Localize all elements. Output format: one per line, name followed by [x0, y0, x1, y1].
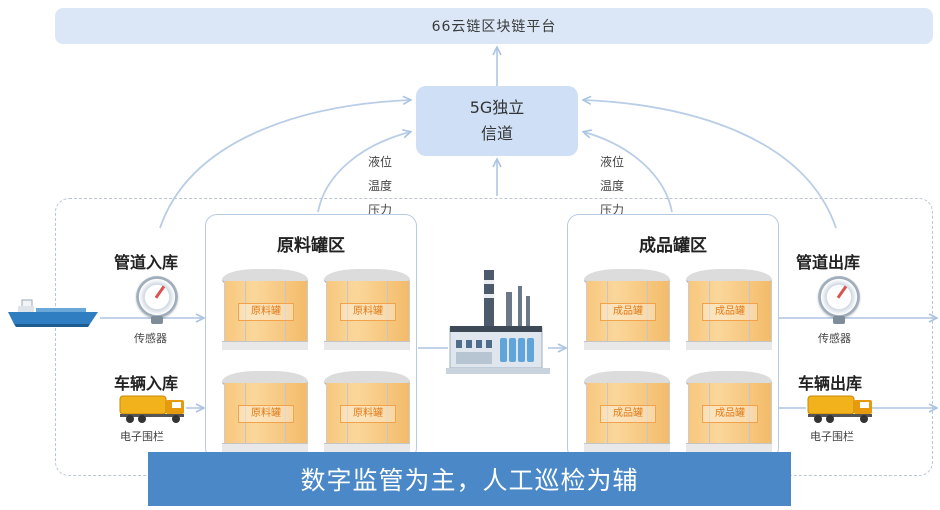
storage-tank-icon: 原料罐 — [324, 371, 410, 452]
pressure-gauge-icon — [818, 276, 860, 324]
vehicle-out-label: 车辆出库 — [798, 374, 863, 393]
storage-tank-icon: 成品罐 — [686, 269, 772, 350]
sensor-note-left: 液位 温度 压力 — [360, 150, 400, 222]
5g-channel-box: 5G独立 信道 — [416, 86, 578, 156]
blockchain-platform-bar: 66云链区块链平台 — [55, 8, 933, 44]
ship-icon — [8, 299, 98, 327]
channel-line-1: 5G独立 — [469, 98, 525, 117]
refinery-factory-icon — [446, 270, 550, 374]
tanker-truck-icon — [119, 395, 184, 423]
left-outer-curve — [159, 100, 410, 229]
raw-tank-area: 原料罐区 原料罐 原料罐 原料罐 原料罐 — [205, 214, 417, 460]
storage-tank-icon: 成品罐 — [584, 269, 670, 350]
caption-banner: 数字监管为主，人工巡检为辅 — [148, 452, 791, 506]
pressure-gauge-icon — [136, 276, 178, 324]
platform-title: 66云链区块链平台 — [431, 19, 557, 35]
storage-tank-icon: 原料罐 — [324, 269, 410, 350]
tank-label: 成品罐 — [600, 405, 656, 423]
raw-area-title: 原料罐区 — [277, 236, 345, 256]
tank-label: 原料罐 — [340, 303, 396, 321]
note-level: 液位 — [599, 155, 624, 169]
sensor-caption-right: 传感器 — [818, 332, 851, 345]
tank-label: 成品罐 — [702, 405, 758, 423]
vehicle-in-label: 车辆入库 — [114, 374, 179, 393]
note-pressure: 压力 — [599, 203, 624, 217]
right-inner-curve — [584, 132, 673, 213]
fence-caption-left: 电子围栏 — [120, 430, 164, 443]
tank-label: 成品罐 — [702, 303, 758, 321]
left-inner-curve — [317, 132, 410, 213]
right-outer-curve — [584, 100, 837, 229]
product-area-title: 成品罐区 — [639, 236, 707, 256]
note-temperature: 温度 — [599, 179, 624, 193]
storage-tank-icon: 成品罐 — [686, 371, 772, 452]
sensor-note-right: 液位 温度 压力 — [592, 150, 632, 222]
storage-tank-icon: 原料罐 — [222, 269, 308, 350]
channel-line-2: 信道 — [480, 124, 513, 143]
tank-label: 原料罐 — [340, 405, 396, 423]
pipe-out-label: 管道出库 — [796, 253, 861, 272]
sensor-caption-left: 传感器 — [134, 332, 167, 345]
tanker-truck-icon — [807, 395, 872, 423]
tank-label: 成品罐 — [600, 303, 656, 321]
tank-label: 原料罐 — [238, 303, 294, 321]
fence-caption-right: 电子围栏 — [810, 430, 854, 443]
tank-label: 原料罐 — [238, 405, 294, 423]
storage-tank-icon: 成品罐 — [584, 371, 670, 452]
note-temperature: 温度 — [367, 179, 392, 193]
storage-tank-icon: 原料罐 — [222, 371, 308, 452]
pipe-in-label: 管道入库 — [114, 253, 179, 272]
note-level: 液位 — [367, 155, 392, 169]
caption-text: 数字监管为主，人工巡检为辅 — [300, 466, 639, 495]
note-pressure: 压力 — [367, 203, 392, 217]
product-tank-area: 成品罐区 成品罐 成品罐 成品罐 成品罐 — [567, 214, 779, 460]
